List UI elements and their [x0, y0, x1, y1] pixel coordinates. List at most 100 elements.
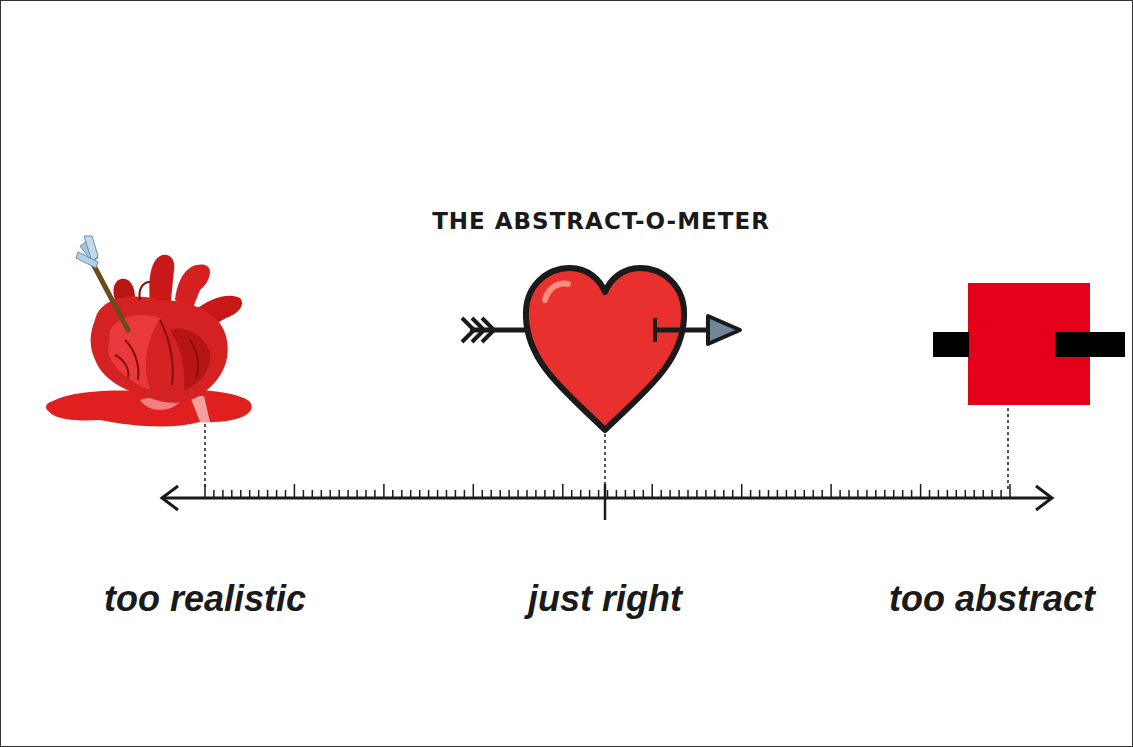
scale-tick	[517, 490, 519, 498]
scale-tick	[973, 490, 975, 498]
leader-lines	[205, 408, 1008, 490]
scale-tick	[365, 490, 367, 498]
scale-tick	[347, 490, 349, 498]
scale-tick	[893, 490, 895, 498]
scale-tick	[991, 490, 993, 498]
scale-tick	[294, 484, 296, 498]
scale-tick	[1009, 484, 1011, 498]
scale-tick	[276, 490, 278, 498]
scale-tick	[383, 484, 385, 498]
scale-tick	[786, 490, 788, 498]
scale-tick	[669, 490, 671, 498]
scale-tick	[643, 490, 645, 498]
scale-tick	[857, 490, 859, 498]
scale-tick	[374, 490, 376, 498]
scale-tick	[830, 484, 832, 498]
scale-tick	[741, 484, 743, 498]
scale-tick	[902, 490, 904, 498]
scale-label: too abstract	[889, 578, 1095, 620]
scale-tick	[777, 490, 779, 498]
scale-tick	[616, 490, 618, 498]
scale-tick	[437, 490, 439, 498]
scale-tick	[508, 490, 510, 498]
scale-tick	[965, 490, 967, 498]
scale-tick	[678, 490, 680, 498]
scale-tick	[267, 490, 269, 498]
scale-tick	[634, 490, 636, 498]
scale-tick	[607, 490, 609, 498]
scale-tick	[338, 490, 340, 498]
scale-tick	[419, 490, 421, 498]
scale-tick	[285, 490, 287, 498]
scale-tick	[705, 490, 707, 498]
scale-tick	[401, 490, 403, 498]
scale-tick	[947, 490, 949, 498]
scale-tick	[982, 490, 984, 498]
scale-tick	[732, 490, 734, 498]
scale-tick	[956, 490, 958, 498]
scale-tick	[795, 490, 797, 498]
scale-tick	[303, 490, 305, 498]
scale-tick	[526, 490, 528, 498]
scale-tick	[723, 490, 725, 498]
scale-tick	[571, 490, 573, 498]
scale-tick	[580, 490, 582, 498]
scale-tick	[884, 490, 886, 498]
scale-tick	[759, 490, 761, 498]
scale-tick	[535, 490, 537, 498]
scale-tick	[482, 490, 484, 498]
scale-tick	[812, 490, 814, 498]
scale-tick	[544, 490, 546, 498]
scale-tick	[329, 490, 331, 498]
scale-tick	[222, 490, 224, 498]
scale-tick	[714, 490, 716, 498]
scale-tick	[464, 490, 466, 498]
scale-axis	[162, 484, 1052, 520]
scale-tick	[651, 484, 653, 498]
abstract-square	[933, 283, 1125, 405]
stylized-heart	[462, 268, 740, 430]
scale-tick	[410, 490, 412, 498]
scale-label: too realistic	[104, 578, 306, 620]
scale-tick	[499, 490, 501, 498]
scale-tick	[911, 490, 913, 498]
scale-tick	[848, 490, 850, 498]
scale-tick	[240, 490, 242, 498]
scale-label: just right	[528, 578, 682, 620]
scale-tick	[920, 484, 922, 498]
scale-tick	[249, 490, 251, 498]
scale-tick	[446, 490, 448, 498]
scale-tick	[258, 490, 260, 498]
scale-tick	[204, 484, 206, 498]
scale-tick	[625, 490, 627, 498]
scale-tick	[875, 490, 877, 498]
scale-tick	[490, 490, 492, 498]
scale-tick	[750, 490, 752, 498]
scale-tick	[687, 490, 689, 498]
scale-tick	[231, 490, 233, 498]
scale-tick	[696, 490, 698, 498]
scale-tick	[598, 490, 600, 498]
scale-tick	[356, 490, 358, 498]
scale-tick	[866, 490, 868, 498]
scale-tick	[660, 490, 662, 498]
scale-tick	[312, 490, 314, 498]
scale-tick	[938, 490, 940, 498]
scale-tick	[428, 490, 430, 498]
scale-tick	[553, 490, 555, 498]
scale-tick	[768, 490, 770, 498]
scale-tick	[589, 490, 591, 498]
scale-tick	[455, 490, 457, 498]
scale-tick	[392, 490, 394, 498]
scale-tick	[839, 490, 841, 498]
diagram-title: THE ABSTRACT-O-METER	[432, 208, 770, 234]
realistic-heart	[46, 236, 252, 426]
scale-tick	[821, 490, 823, 498]
scale-tick	[804, 490, 806, 498]
scale-tick	[1000, 490, 1002, 498]
scale-tick	[929, 490, 931, 498]
scale-tick	[321, 490, 323, 498]
scale-tick	[473, 484, 475, 498]
scale-tick	[562, 484, 564, 498]
